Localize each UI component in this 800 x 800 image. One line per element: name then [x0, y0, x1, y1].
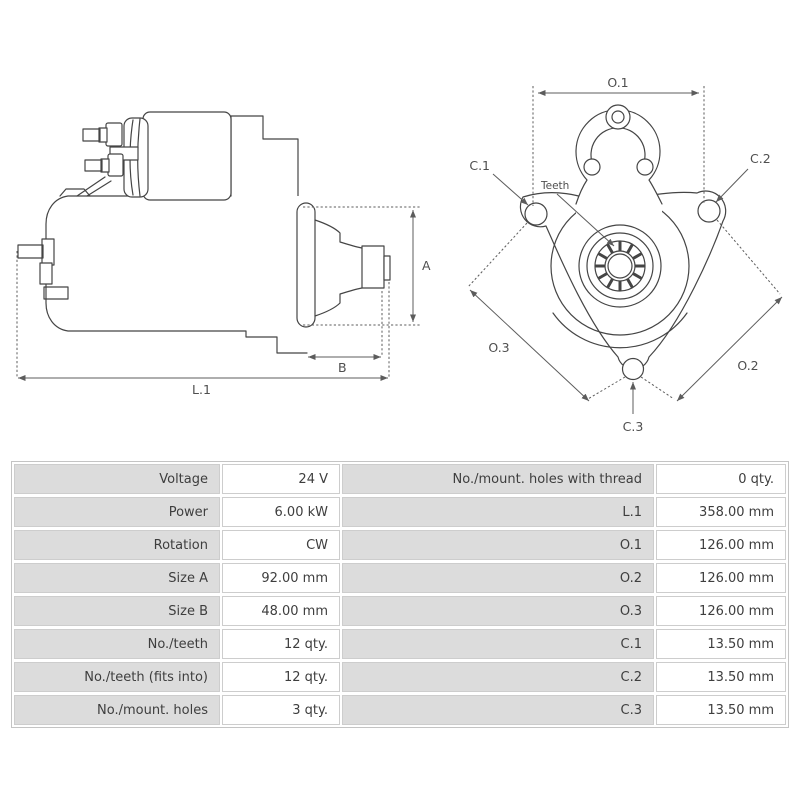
- spec-label: Size B: [14, 596, 220, 626]
- ext-lines-l1: [16, 251, 390, 378]
- left-lower-block: [39, 262, 53, 285]
- dim-line-o3: [469, 289, 590, 402]
- upper-terminal-thread-icon: [82, 128, 101, 142]
- drive-cone-bottom: [314, 287, 363, 317]
- spec-value: 48.00 mm: [222, 596, 340, 626]
- dim-label-c1: C.1: [469, 158, 490, 173]
- spec-label: C.1: [342, 629, 654, 659]
- dim-label-o1: O.1: [607, 75, 628, 90]
- ring-outer: [578, 224, 662, 308]
- arch-left-hole: [583, 158, 601, 176]
- dim-label-c2: C.2: [750, 151, 771, 166]
- lower-terminal-washer: [100, 158, 110, 173]
- leader-line-teeth: [556, 193, 615, 247]
- spec-label: O.2: [342, 563, 654, 593]
- front-view-dimensions: O.1 C.1 C.2 Teeth O.3 O.2 C.3: [467, 75, 783, 434]
- pinion-shaft-tip: [383, 255, 391, 281]
- upper-terminal-washer: [98, 127, 108, 143]
- spec-value: 6.00 kW: [222, 497, 340, 527]
- dim-label-a: A: [422, 258, 431, 273]
- ring-inner: [586, 232, 654, 300]
- spec-label: O.1: [342, 530, 654, 560]
- teeth-label: Teeth: [540, 180, 569, 192]
- spec-table-grid: Voltage 24 V No./mount. holes with threa…: [14, 464, 786, 725]
- gear-teeth: [595, 241, 645, 291]
- mounting-hole-c2: [697, 199, 721, 223]
- spec-value: 12 qty.: [222, 629, 340, 659]
- arch-right-hole: [636, 158, 654, 176]
- spec-value: 126.00 mm: [656, 530, 786, 560]
- drive-cone-top: [314, 219, 363, 249]
- dim-label-c3: C.3: [623, 419, 644, 434]
- mounting-hole-c1: [524, 202, 548, 226]
- ext-lines-o2: [640, 219, 781, 400]
- left-lower-stud-icon: [43, 286, 69, 300]
- spec-label: No./mount. holes with thread: [342, 464, 654, 494]
- spec-value: 13.50 mm: [656, 629, 786, 659]
- dim-label-b: B: [338, 360, 347, 375]
- starter-motor-drawings: A B L.1: [16, 75, 783, 434]
- spec-value: 92.00 mm: [222, 563, 340, 593]
- body-top-tab: [59, 188, 91, 197]
- leader-line-c2: [715, 168, 749, 203]
- spec-label: C.2: [342, 662, 654, 692]
- spec-label: L.1: [342, 497, 654, 527]
- spec-label: No./mount. holes: [14, 695, 220, 725]
- dim-line-o2: [676, 296, 783, 402]
- solenoid-bracket: [76, 176, 112, 197]
- left-terminal-stud-icon: [17, 244, 44, 259]
- spec-value: 126.00 mm: [656, 563, 786, 593]
- mounting-hole-c3: [621, 357, 645, 381]
- dim-label-o2: O.2: [737, 358, 758, 373]
- lower-terminal-thread-icon: [84, 159, 103, 172]
- spec-label: O.3: [342, 596, 654, 626]
- rear-housing-step: [230, 115, 299, 211]
- motor-body: [45, 195, 308, 354]
- dim-label-o3: O.3: [488, 340, 509, 355]
- lower-terminal-nut: [107, 153, 124, 177]
- arch-top-hole: [611, 110, 625, 124]
- upper-terminal-nut: [105, 122, 123, 147]
- spec-value: 13.50 mm: [656, 662, 786, 692]
- drive-end-bell: [296, 202, 316, 328]
- dim-label-l1: L.1: [192, 382, 211, 397]
- spec-label: No./teeth: [14, 629, 220, 659]
- spec-value: 12 qty.: [222, 662, 340, 692]
- solenoid-body: [142, 111, 232, 201]
- spec-label: Power: [14, 497, 220, 527]
- spec-value: 0 qty.: [656, 464, 786, 494]
- spec-table: Voltage 24 V No./mount. holes with threa…: [11, 461, 789, 728]
- spec-value: 24 V: [222, 464, 340, 494]
- left-terminal-block: [41, 238, 55, 266]
- spec-label: No./teeth (fits into): [14, 662, 220, 692]
- spec-label: Rotation: [14, 530, 220, 560]
- ext-lines-o3: [467, 222, 626, 400]
- spec-label: C.3: [342, 695, 654, 725]
- motor-body-fill: [46, 196, 307, 353]
- spec-value: 13.50 mm: [656, 695, 786, 725]
- ext-lines-o1: [532, 86, 705, 206]
- pinion-gear: [361, 245, 385, 289]
- starter-side-view-drawing: A B L.1: [16, 111, 431, 397]
- spec-label: Size A: [14, 563, 220, 593]
- spec-value: 358.00 mm: [656, 497, 786, 527]
- spec-value: 3 qty.: [222, 695, 340, 725]
- arch-fill: [576, 109, 662, 215]
- spec-label: Voltage: [14, 464, 220, 494]
- side-view-dimensions: A B L.1: [16, 206, 431, 397]
- shaft-hole: [607, 253, 633, 279]
- spec-value: CW: [222, 530, 340, 560]
- starter-front-view-drawing: O.1 C.1 C.2 Teeth O.3 O.2 C.3: [467, 75, 783, 434]
- spec-value: 126.00 mm: [656, 596, 786, 626]
- leader-line-c1: [492, 173, 529, 206]
